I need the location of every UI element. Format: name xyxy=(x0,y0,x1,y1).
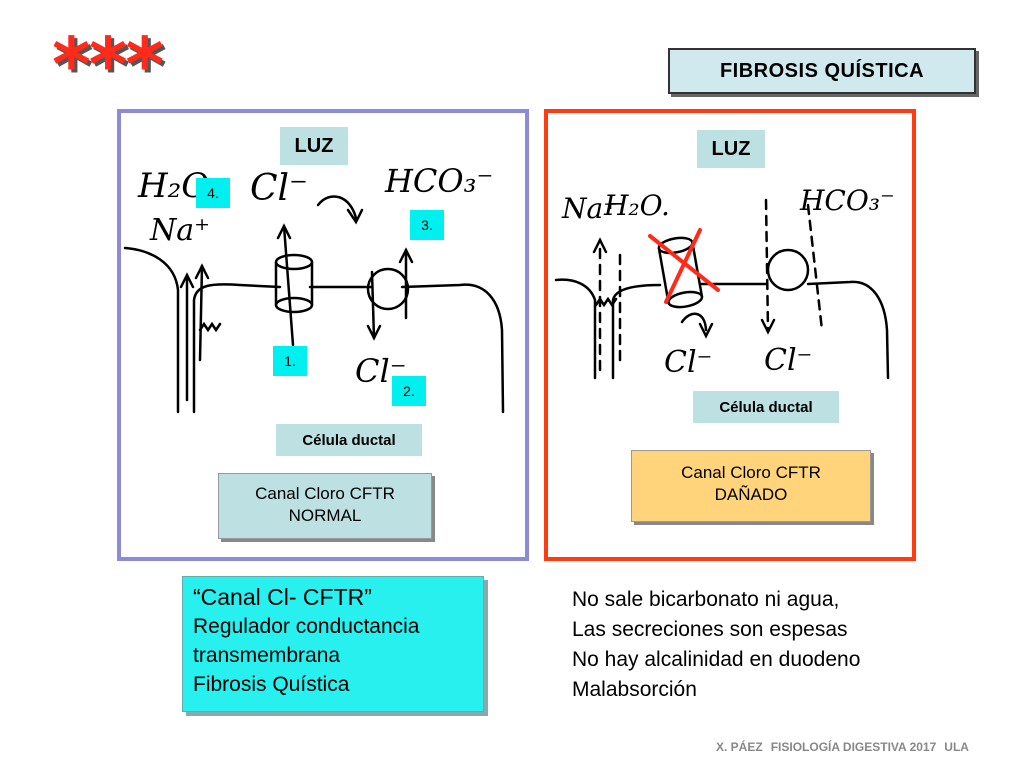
footer-credit: X. PÁEZ FISIOLOGÍA DIGESTIVA 2017 ULA xyxy=(716,740,969,754)
consequence-line3: No hay alcalinidad en duodeno xyxy=(572,648,861,671)
consequence-line2: Las secreciones son espesas xyxy=(572,618,848,641)
footer-author: X. PÁEZ xyxy=(716,740,763,754)
ductal-cell-label-left: Célula ductal xyxy=(276,424,422,456)
slide-title: FIBROSIS QUÍSTICA xyxy=(668,48,976,94)
lumen-label-right: LUZ xyxy=(697,130,765,168)
label-cl-channel-right: Cl⁻ xyxy=(664,345,712,380)
normal-caption-line1: Canal Cloro CFTR xyxy=(255,484,395,503)
definition-line4: Fibrosis Quística xyxy=(193,673,350,696)
label-h2o-right: H₂O. xyxy=(603,189,670,222)
ductal-cell-label-right: Célula ductal xyxy=(693,391,839,423)
damaged-cftr-caption: Canal Cloro CFTR DAÑADO xyxy=(631,450,871,522)
damaged-caption-line1: Canal Cloro CFTR xyxy=(681,463,821,482)
consequence-line1: No sale bicarbonato ni agua, xyxy=(572,588,840,611)
step-2-label: 2. xyxy=(392,376,426,406)
label-hco3-left: HCO₃⁻ xyxy=(384,162,493,200)
step-1-label: 1. xyxy=(273,346,307,376)
label-hco3-right: HCO₃⁻ xyxy=(799,184,895,217)
label-na-left: Na⁺ xyxy=(149,213,210,248)
label-cl-top-left: Cl⁻ xyxy=(250,168,308,209)
definition-line1: “Canal Cl- CFTR” xyxy=(193,584,372,610)
definition-line2: Regulador conductancia xyxy=(193,615,420,638)
consequence-line4: Malabsorción xyxy=(572,678,697,701)
damaged-caption-line2: DAÑADO xyxy=(714,485,788,504)
cftr-definition-box: “Canal Cl- CFTR” Regulador conductancia … xyxy=(182,576,484,712)
footer-course: FISIOLOGÍA DIGESTIVA 2017 xyxy=(770,740,937,754)
step-4-label: 4. xyxy=(196,178,230,208)
lumen-label-left: LUZ xyxy=(280,127,348,165)
normal-cftr-caption: Canal Cloro CFTR NORMAL xyxy=(218,473,432,539)
stars-decoration: *** xyxy=(52,22,164,108)
definition-line3: transmembrana xyxy=(193,644,341,667)
normal-caption-line2: NORMAL xyxy=(288,506,362,525)
step-3-label: 3. xyxy=(410,210,444,240)
label-cl-exchanger-right: Cl⁻ xyxy=(764,343,812,378)
label-na-right: Na⁺ xyxy=(561,192,618,225)
footer-institution: ULA xyxy=(944,740,969,754)
consequences-text: No sale bicarbonato ni agua, Las secreci… xyxy=(572,585,860,705)
